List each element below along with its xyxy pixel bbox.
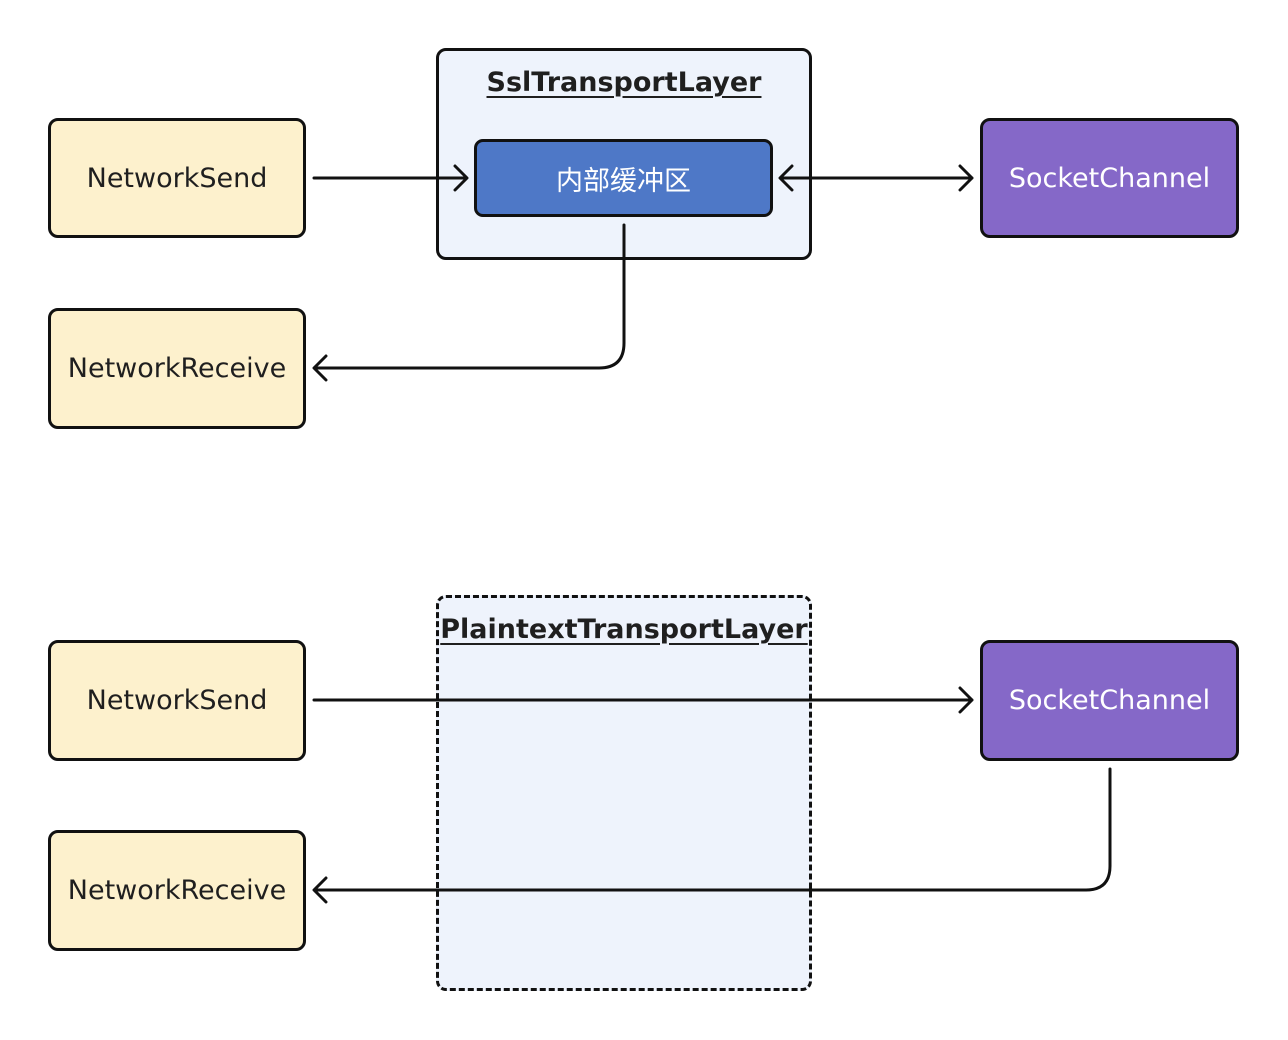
plaintext-network-send-box: NetworkSend — [48, 640, 306, 761]
plaintext-transport-layer-container: PlaintextTransportLayer — [436, 595, 812, 991]
plaintext-transport-layer-title: PlaintextTransportLayer — [440, 614, 808, 645]
ssl-network-send-box: NetworkSend — [48, 118, 306, 238]
ssl-network-receive-box: NetworkReceive — [48, 308, 306, 429]
plaintext-network-receive-box: NetworkReceive — [48, 830, 306, 951]
plaintext-socket-channel-box: SocketChannel — [980, 640, 1239, 761]
ssl-transport-layer-title: SslTransportLayer — [486, 67, 762, 98]
ssl-socket-channel-box: SocketChannel — [980, 118, 1239, 238]
internal-buffer-box: 内部缓冲区 — [474, 139, 773, 217]
